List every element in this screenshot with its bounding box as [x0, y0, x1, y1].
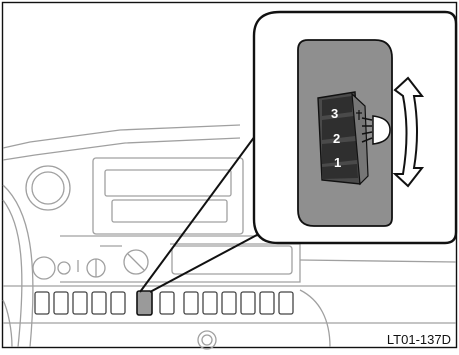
dial-position-1: 1 [334, 155, 341, 170]
highlighted-switch [137, 291, 152, 315]
dial-position-2: 2 [333, 131, 340, 146]
switch-row [35, 291, 293, 315]
dial-position-3: 3 [331, 106, 338, 121]
callout-leader [140, 132, 270, 292]
figure-reference-code: LT01-137D [387, 332, 451, 347]
leveling-dial [318, 92, 368, 184]
